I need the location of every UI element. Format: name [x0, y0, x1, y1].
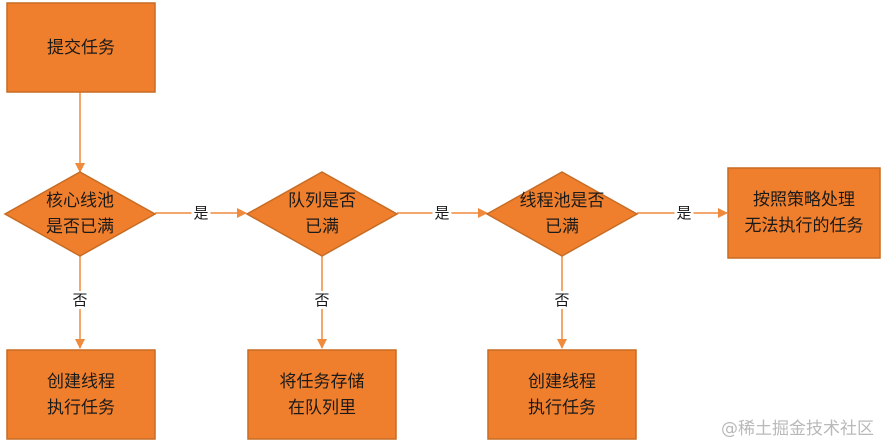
process-box-create-nonecore	[487, 349, 637, 440]
process-box-reject	[727, 167, 881, 259]
decision-diamond-core	[3, 171, 157, 257]
process-box-submit	[6, 2, 156, 93]
process-box-create-core	[6, 349, 156, 440]
edge-label-core-yes: 是	[191, 204, 211, 222]
decision-diamond-pool	[485, 171, 639, 257]
decision-diamond-queue	[245, 171, 399, 257]
edge-label-pool-yes: 是	[674, 204, 694, 222]
watermark-text: @稀土掘金技术社区	[721, 419, 874, 439]
edge-label-queue-yes: 是	[432, 204, 452, 222]
edge-label-pool-no: 否	[552, 291, 572, 309]
process-box-enqueue	[247, 349, 397, 440]
edge-label-core-no: 否	[70, 291, 90, 309]
edge-label-queue-no: 否	[312, 291, 332, 309]
